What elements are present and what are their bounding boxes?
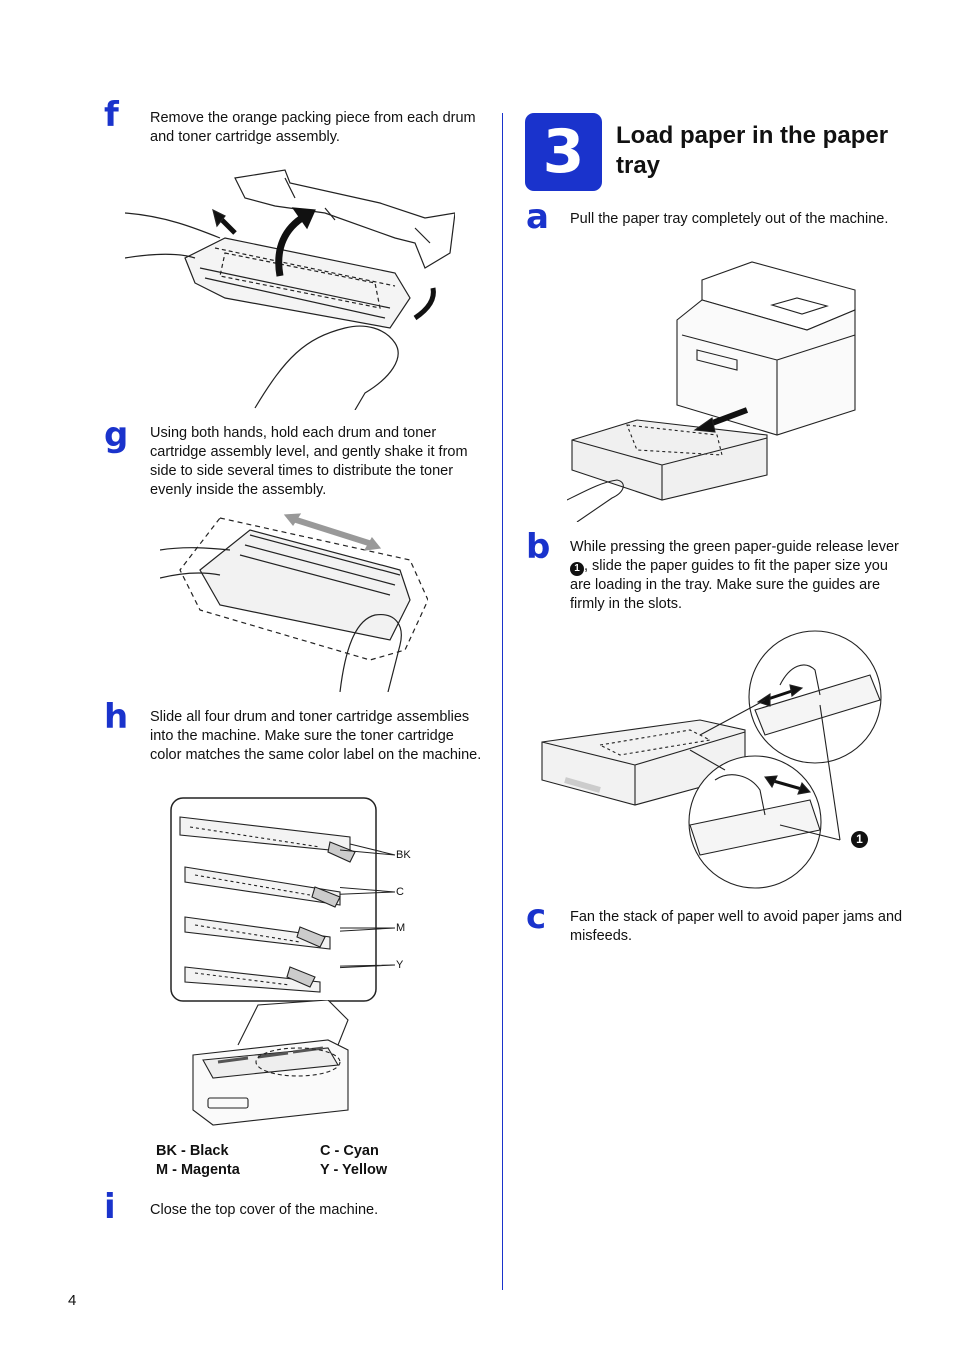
printer-open-cover-illustration [188,1000,358,1128]
step-text-h: Slide all four drum and toner cartridge … [150,709,482,763]
label-y: Y [396,959,404,971]
section-number-badge: 3 [525,113,602,191]
column-divider [502,113,503,1290]
step-text-b: While pressing the green paper-guide rel… [570,538,905,614]
step-text-g: Using both hands, hold each drum and ton… [150,425,468,498]
step-text-b-part1: While pressing the green paper-guide rel… [570,539,899,555]
step-text-f: Remove the orange packing piece from eac… [150,110,476,145]
step-text-i: Close the top cover of the machine. [150,1202,379,1218]
packing-piece-illustration [125,158,455,410]
legend-y: Y - Yellow [320,1162,388,1178]
label-c: C [396,886,404,898]
legend-bk: BK - Black [156,1143,229,1159]
pull-tray-illustration [567,260,857,522]
shake-cartridge-illustration [160,510,428,692]
step-letter-c: c [526,897,547,937]
step-letter-g: g [104,415,129,455]
label-m: M [396,922,406,934]
step-letter-h: h [104,697,129,737]
color-label-leader-lines [340,843,396,969]
callout-1-icon: 1 [851,831,868,848]
section-title: Load paper in the paper tray [616,122,889,179]
step-letter-f: f [104,95,119,135]
label-bk: BK [396,849,411,861]
step-letter-i: i [104,1187,116,1227]
legend-m: M - Magenta [156,1162,240,1178]
cartridge-slots-closeup [170,797,377,1002]
step-text-b-part2: , slide the paper guides to fit the pape… [570,558,888,612]
step-text-a: Pull the paper tray completely out of th… [570,211,889,227]
page-number: 4 [68,1292,77,1309]
paper-guide-illustration [540,630,882,892]
legend-c: C - Cyan [320,1143,379,1159]
callout-1-inline-icon: 1 [570,562,584,576]
step-text-c: Fan the stack of paper well to avoid pap… [570,909,903,944]
step-letter-a: a [526,197,549,237]
step-letter-b: b [526,527,551,567]
